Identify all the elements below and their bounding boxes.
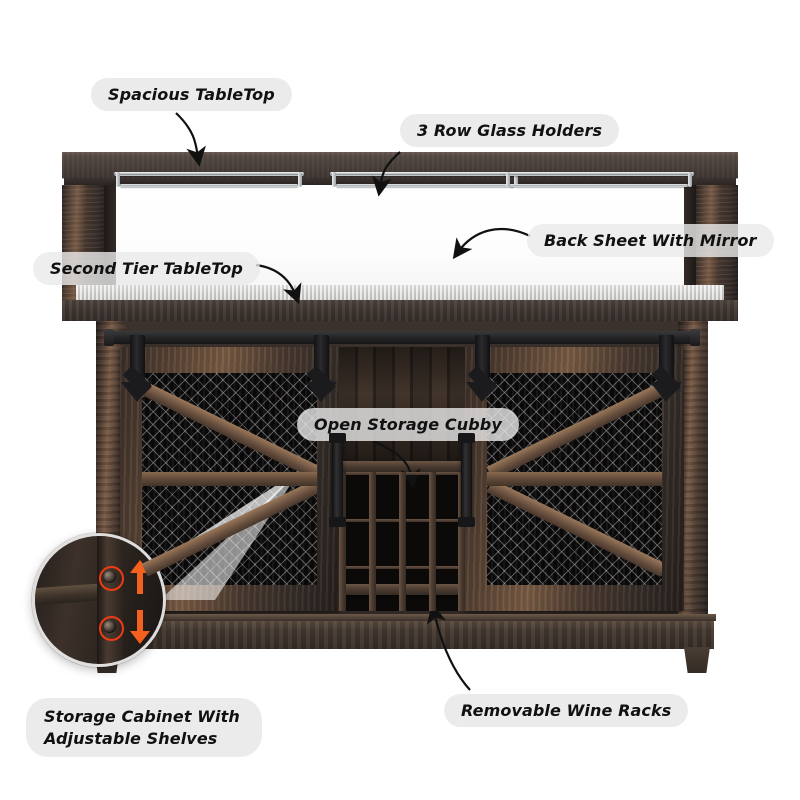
sliding-barn-door-left[interactable] [120,335,346,611]
rail-bar-outer [330,172,520,176]
rail-cap-left [332,172,336,187]
track-end-left [104,329,114,346]
barn-door-handle-left[interactable] [329,433,346,527]
door-brace-diagonal-lower [487,479,662,577]
track-end-right [690,329,700,346]
center-open-section [339,347,465,611]
rail-bar-inner [120,184,298,187]
cabinet-plinth-base [90,621,714,649]
door-brace-diagonal-upper [142,382,317,480]
door-hanger-strap-right [650,335,682,402]
arrow-down-icon [130,610,150,644]
annotation-spacious-tabletop: Spacious TableTop [91,78,292,111]
wine-rack-col-divider-4 [429,472,436,611]
rail-cap-right [298,172,302,187]
rail-cap-left [116,172,120,187]
storage-cabinet-line-1: Storage Cabinet With [44,707,240,726]
barn-door-handle-right[interactable] [458,433,475,527]
glass-holder-rail-3 [504,172,694,190]
door-wire-mesh-right [487,373,662,585]
sliding-barn-door-right[interactable] [458,335,684,611]
door-brace-horizontal [487,472,662,486]
wine-rack-col-divider-1 [339,472,346,611]
shelf-pin-highlight-upper [99,566,124,591]
door-hanger-strap-left [121,335,153,402]
main-cabinet-body [88,321,716,673]
magnified-shelf-board [35,583,102,606]
annotation-storage-cabinet-shelves: Storage Cabinet With Adjustable Shelves [26,698,262,758]
wine-rack-col-divider-5 [458,472,465,611]
glass-holder-rail-1 [114,172,304,190]
annotation-removable-wine-racks: Removable Wine Racks [444,694,689,727]
door-hanger-strap-left [466,335,498,402]
rail-cap-right [514,172,518,187]
annotation-second-tier-tabletop: Second Tier TableTop [33,252,260,285]
wine-rack-col-divider-3 [399,472,406,611]
cabinet-foot-right [684,647,710,673]
annotation-glass-holders: 3 Row Glass Holders [400,114,620,147]
rail-bar-inner [510,184,688,187]
plinth-lip [88,614,716,621]
door-hanger-strap-right [305,335,337,402]
second-tier-surface [76,285,724,301]
rail-cap-right [688,172,692,187]
rail-bar-inner [336,184,514,187]
second-tier-front-edge [62,300,738,321]
open-storage-cubby [339,347,465,465]
storage-cabinet-line-2: Adjustable Shelves [44,728,218,748]
rail-bar-outer [504,172,694,176]
door-wire-mesh-left [142,373,317,585]
door-brace-horizontal [142,472,317,486]
door-brace-diagonal-lower [142,479,317,577]
cubby-shelf-middle [339,461,465,472]
barn-door-track [110,331,694,344]
rail-bar-outer [114,172,304,176]
annotation-back-sheet-mirror: Back Sheet With Mirror [527,224,774,257]
adjustable-shelf-magnifier [32,533,166,667]
second-tier-tabletop [62,285,738,321]
wine-rack-col-divider-2 [369,472,376,611]
shelf-pin-highlight-lower [99,616,124,641]
magnified-side-panel [97,536,123,664]
glass-holder-rail-2 [330,172,520,190]
rail-cap-left [506,172,510,187]
